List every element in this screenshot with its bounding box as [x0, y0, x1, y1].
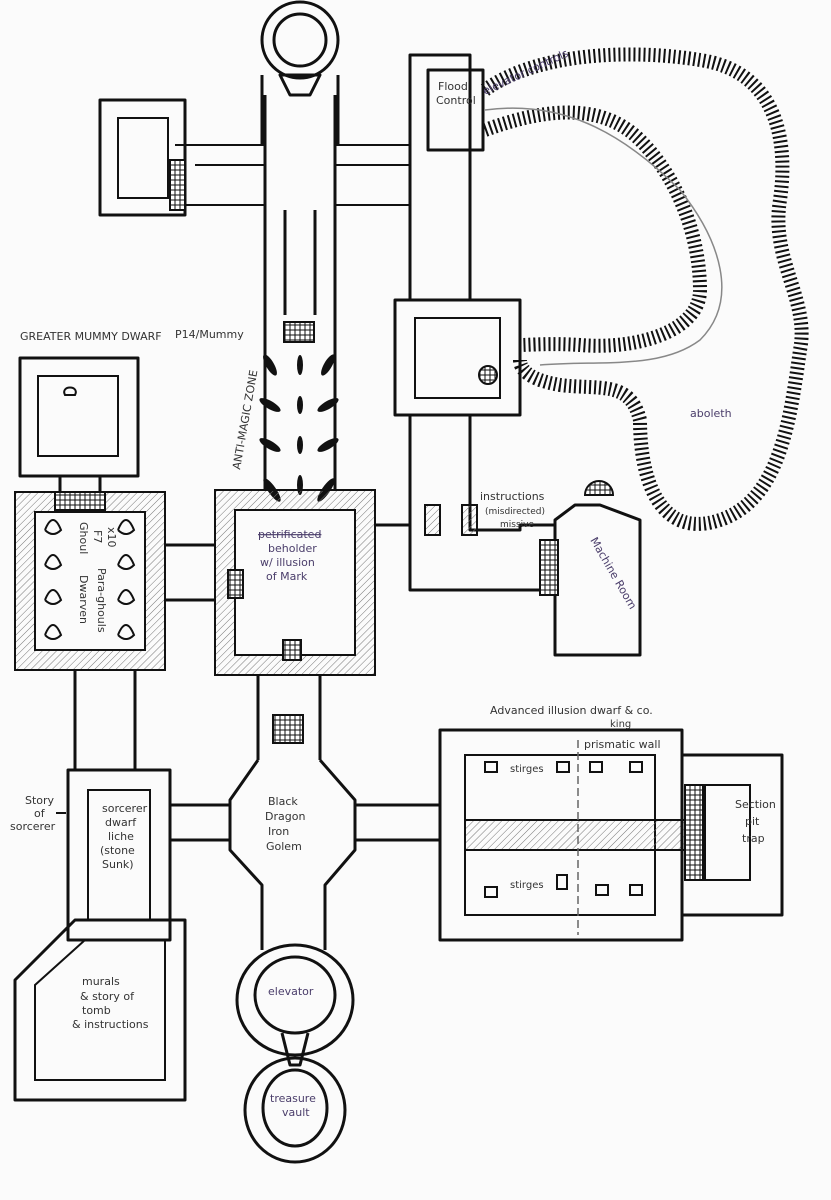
label-dwarf: dwarf — [105, 816, 137, 829]
room-top-left — [98, 98, 187, 217]
label-golem: Golem — [266, 840, 302, 853]
label-instructions: instructions — [480, 490, 545, 503]
label-p14-mummy: P14/Mummy — [175, 328, 244, 341]
label-story-of: & story of — [80, 990, 135, 1003]
label-section: Section — [735, 798, 776, 811]
label-story: Story — [25, 794, 55, 807]
label-iron: Iron — [268, 825, 289, 838]
label-tomb: tomb — [82, 1004, 111, 1017]
label-elevator: elevator — [268, 985, 314, 998]
label-sorcerer-story: sorcerer — [10, 820, 56, 833]
room-black-dragon: Black Dragon Iron Golem — [228, 759, 357, 950]
label-stone: (stone — [100, 844, 135, 857]
label-dwarven: Dwarven — [77, 575, 90, 624]
label-pit: pit — [745, 815, 760, 828]
room-machine: Machine Room — [539, 480, 642, 657]
label-elevator-controls: elevator controls — [481, 47, 571, 98]
room-beholder: petrificated beholder w/ illusion of Mar… — [214, 489, 376, 760]
label-machine-room: Machine Room — [587, 535, 639, 612]
label-liche: liche — [108, 830, 134, 843]
room-advanced-illusion: Advanced illusion dwarf & co. king prism… — [438, 704, 784, 942]
label-king: king — [610, 719, 631, 730]
label-stirges-bottom: stirges — [510, 880, 544, 891]
label-of-mark: of Mark — [266, 570, 308, 583]
label-dragon: Dragon — [265, 810, 305, 823]
label-with-illusion: w/ illusion — [260, 556, 315, 569]
label-black: Black — [268, 795, 298, 808]
label-and-instructions: & instructions — [72, 1018, 149, 1031]
label-advanced-illusion: Advanced illusion dwarf & co. — [490, 704, 653, 717]
room-greater-mummy: GREATER MUMMY DWARF P14/Mummy — [18, 328, 244, 492]
label-trap: trap — [742, 832, 765, 845]
label-control: Control — [436, 94, 476, 107]
label-f7: F7 — [91, 530, 104, 543]
label-missive: missive — [500, 520, 534, 530]
label-murals: murals — [82, 975, 120, 988]
label-treasure: treasure — [270, 1092, 316, 1105]
room-flood-control: Flood Control — [408, 53, 485, 302]
top-round-chamber — [260, 0, 340, 145]
ghoul-south-corridor — [73, 670, 137, 770]
north-corridor — [175, 95, 410, 490]
label-aboleth: aboleth — [690, 407, 732, 420]
room-ghouls: Ghoul F7 x10 Dwarven Para-ghouls — [14, 491, 215, 671]
label-ghoul: Ghoul — [77, 522, 90, 554]
label-petrificated: petrificated — [258, 528, 321, 541]
room-right-upper: instructions (misdirected) missive — [375, 298, 555, 592]
label-sorcerer: sorcerer — [102, 802, 148, 815]
anti-magic-zone: ANTI-MAGIC ZONE — [230, 321, 339, 502]
label-flood: Flood — [438, 80, 468, 93]
label-para-ghouls: Para-ghouls — [95, 568, 108, 633]
label-prismatic-wall: prismatic wall — [584, 738, 661, 751]
aboleth-cave: aboleth elevator controls — [481, 47, 809, 531]
elevator-and-vault: elevator treasure vault — [235, 943, 355, 1164]
room-murals: murals & story of tomb & instructions — [13, 918, 187, 1102]
label-misdirected: (misdirected) — [485, 507, 545, 517]
label-sunk: Sunk) — [102, 858, 134, 871]
label-beholder: beholder — [268, 542, 317, 555]
label-vault: vault — [282, 1106, 310, 1119]
label-x10: x10 — [105, 527, 118, 548]
label-of: of — [34, 807, 46, 820]
room-sorcerer: sorcerer dwarf liche (stone Sunk) Story … — [10, 768, 440, 942]
label-stirges-top: stirges — [510, 764, 544, 775]
label-anti-magic-zone: ANTI-MAGIC ZONE — [230, 369, 260, 471]
label-greater-mummy: GREATER MUMMY DWARF — [20, 330, 162, 343]
